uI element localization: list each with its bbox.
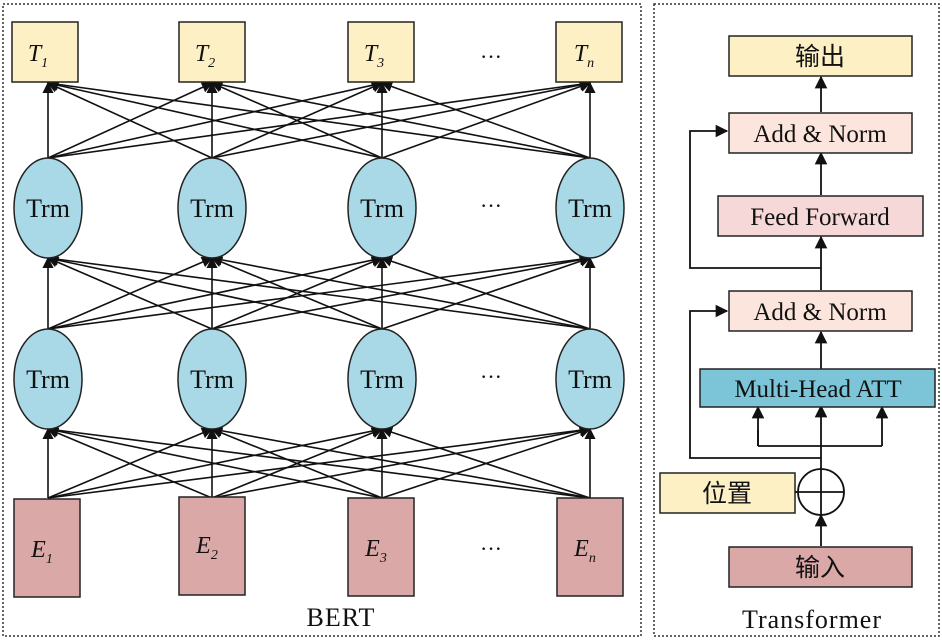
trm-upper-to-output-edge-4-1 <box>46 78 591 159</box>
trm-lower-to-trm-upper-edge-3-2 <box>210 256 383 330</box>
input-to-trm-lower-edge-4-1 <box>46 424 591 499</box>
trm-node-lower-2: Trm <box>177 328 247 430</box>
trm-node-lower-n: Trm <box>555 328 625 430</box>
trm-upper-ellipsis: ··· <box>480 193 502 218</box>
transformer-panel-border <box>653 3 940 637</box>
transformer-caption: Transformer <box>742 605 882 634</box>
input-ellipsis: ··· <box>480 536 502 561</box>
trm-node-lower-1: Trm <box>13 328 83 430</box>
trm-upper-to-output-edge-4-2 <box>210 79 591 159</box>
trm-node-upper-2: Trm <box>177 157 247 259</box>
trm-lower-to-trm-upper-edge-3-1 <box>46 254 383 330</box>
output-node-tn: Tn <box>555 21 623 83</box>
trm-row-upper: Trm Trm Trm ··· Trm <box>13 157 625 259</box>
trm-node-lower-3: Trm <box>347 328 417 430</box>
multi-head-att-label: Multi-Head ATT <box>734 376 901 403</box>
multi-head-att-box: Multi-Head ATT <box>699 368 936 408</box>
transformer-output-box: 输出 <box>728 35 913 77</box>
svg-text:Trm: Trm <box>360 365 404 394</box>
bert-caption: BERT <box>307 603 376 632</box>
input-to-trm-lower-edge-4-2 <box>210 425 591 499</box>
input-to-trm-lower-edge-3-2 <box>210 427 383 499</box>
transformer-input-label: 输入 <box>795 554 845 582</box>
add-norm-top-label: Add & Norm <box>753 121 887 148</box>
transformer-output-label: 输出 <box>795 43 845 71</box>
svg-text:T1: T1 <box>28 41 48 71</box>
add-operator-icon <box>797 468 845 516</box>
svg-text:E3: E3 <box>364 536 387 566</box>
svg-text:T2: T2 <box>195 41 215 71</box>
trm-lower-to-trm-upper-edge-2-1 <box>46 256 213 330</box>
trm-lower-ellipsis: ··· <box>480 364 502 389</box>
trm-upper-to-output-edge-3-1 <box>46 79 383 159</box>
positional-encoding-box: 位置 <box>659 472 796 514</box>
add-norm-bottom-label: Add & Norm <box>753 299 887 326</box>
bert-input-row: E1 E2 E3 ··· En <box>13 496 624 598</box>
feed-forward-label: Feed Forward <box>750 204 890 231</box>
bert-connections <box>42 78 596 499</box>
bert-output-row: T1 T2 T3 ··· Tn <box>11 21 623 83</box>
bert-panel-border <box>2 3 642 637</box>
position-label: 位置 <box>702 480 752 508</box>
svg-text:Tn: Tn <box>574 41 594 71</box>
trm-lower-to-trm-upper-edge-4-3 <box>380 255 591 330</box>
trm-lower-to-trm-upper-edge-4-2 <box>210 254 591 330</box>
add-norm-top-box: Add & Norm <box>728 112 913 154</box>
svg-text:Trm: Trm <box>26 194 70 223</box>
svg-text:En: En <box>573 536 596 566</box>
trm-lower-to-trm-upper-edge-4-1 <box>46 253 591 330</box>
svg-text:Trm: Trm <box>190 365 234 394</box>
trm-node-upper-1: Trm <box>13 157 83 259</box>
svg-text:Trm: Trm <box>26 365 70 394</box>
add-norm-bottom-box: Add & Norm <box>728 290 913 332</box>
output-node-t1: T1 <box>11 21 79 83</box>
output-node-t3: T3 <box>347 21 415 83</box>
svg-text:Trm: Trm <box>568 194 612 223</box>
input-node-en: En <box>556 497 624 597</box>
trm-upper-to-output-edge-2-1 <box>46 82 213 159</box>
svg-text:Trm: Trm <box>360 194 404 223</box>
input-node-e1: E1 <box>13 498 81 598</box>
transformer-connections <box>689 75 889 546</box>
svg-text:Trm: Trm <box>568 365 612 394</box>
transformer-input-box: 输入 <box>728 546 913 588</box>
svg-text:E2: E2 <box>195 533 218 563</box>
svg-text:T3: T3 <box>364 41 384 71</box>
trm-upper-to-output-edge-4-3 <box>380 81 591 159</box>
input-to-trm-lower-edge-3-1 <box>46 425 383 499</box>
feed-forward-box: Feed Forward <box>717 195 924 237</box>
output-ellipsis: ··· <box>480 44 502 69</box>
trm-row-lower: Trm Trm Trm ··· Trm <box>13 328 625 430</box>
input-node-e3: E3 <box>347 497 415 597</box>
output-node-t2: T2 <box>178 21 246 83</box>
trm-node-upper-3: Trm <box>347 157 417 259</box>
svg-text:Trm: Trm <box>190 194 234 223</box>
trm-node-upper-n: Trm <box>555 157 625 259</box>
svg-text:E1: E1 <box>30 537 53 567</box>
input-to-trm-lower-edge-4-3 <box>380 426 591 499</box>
trm-upper-to-output-edge-3-2 <box>210 81 383 159</box>
input-to-trm-lower-edge-2-1 <box>46 427 213 499</box>
input-node-e2: E2 <box>178 496 246 596</box>
